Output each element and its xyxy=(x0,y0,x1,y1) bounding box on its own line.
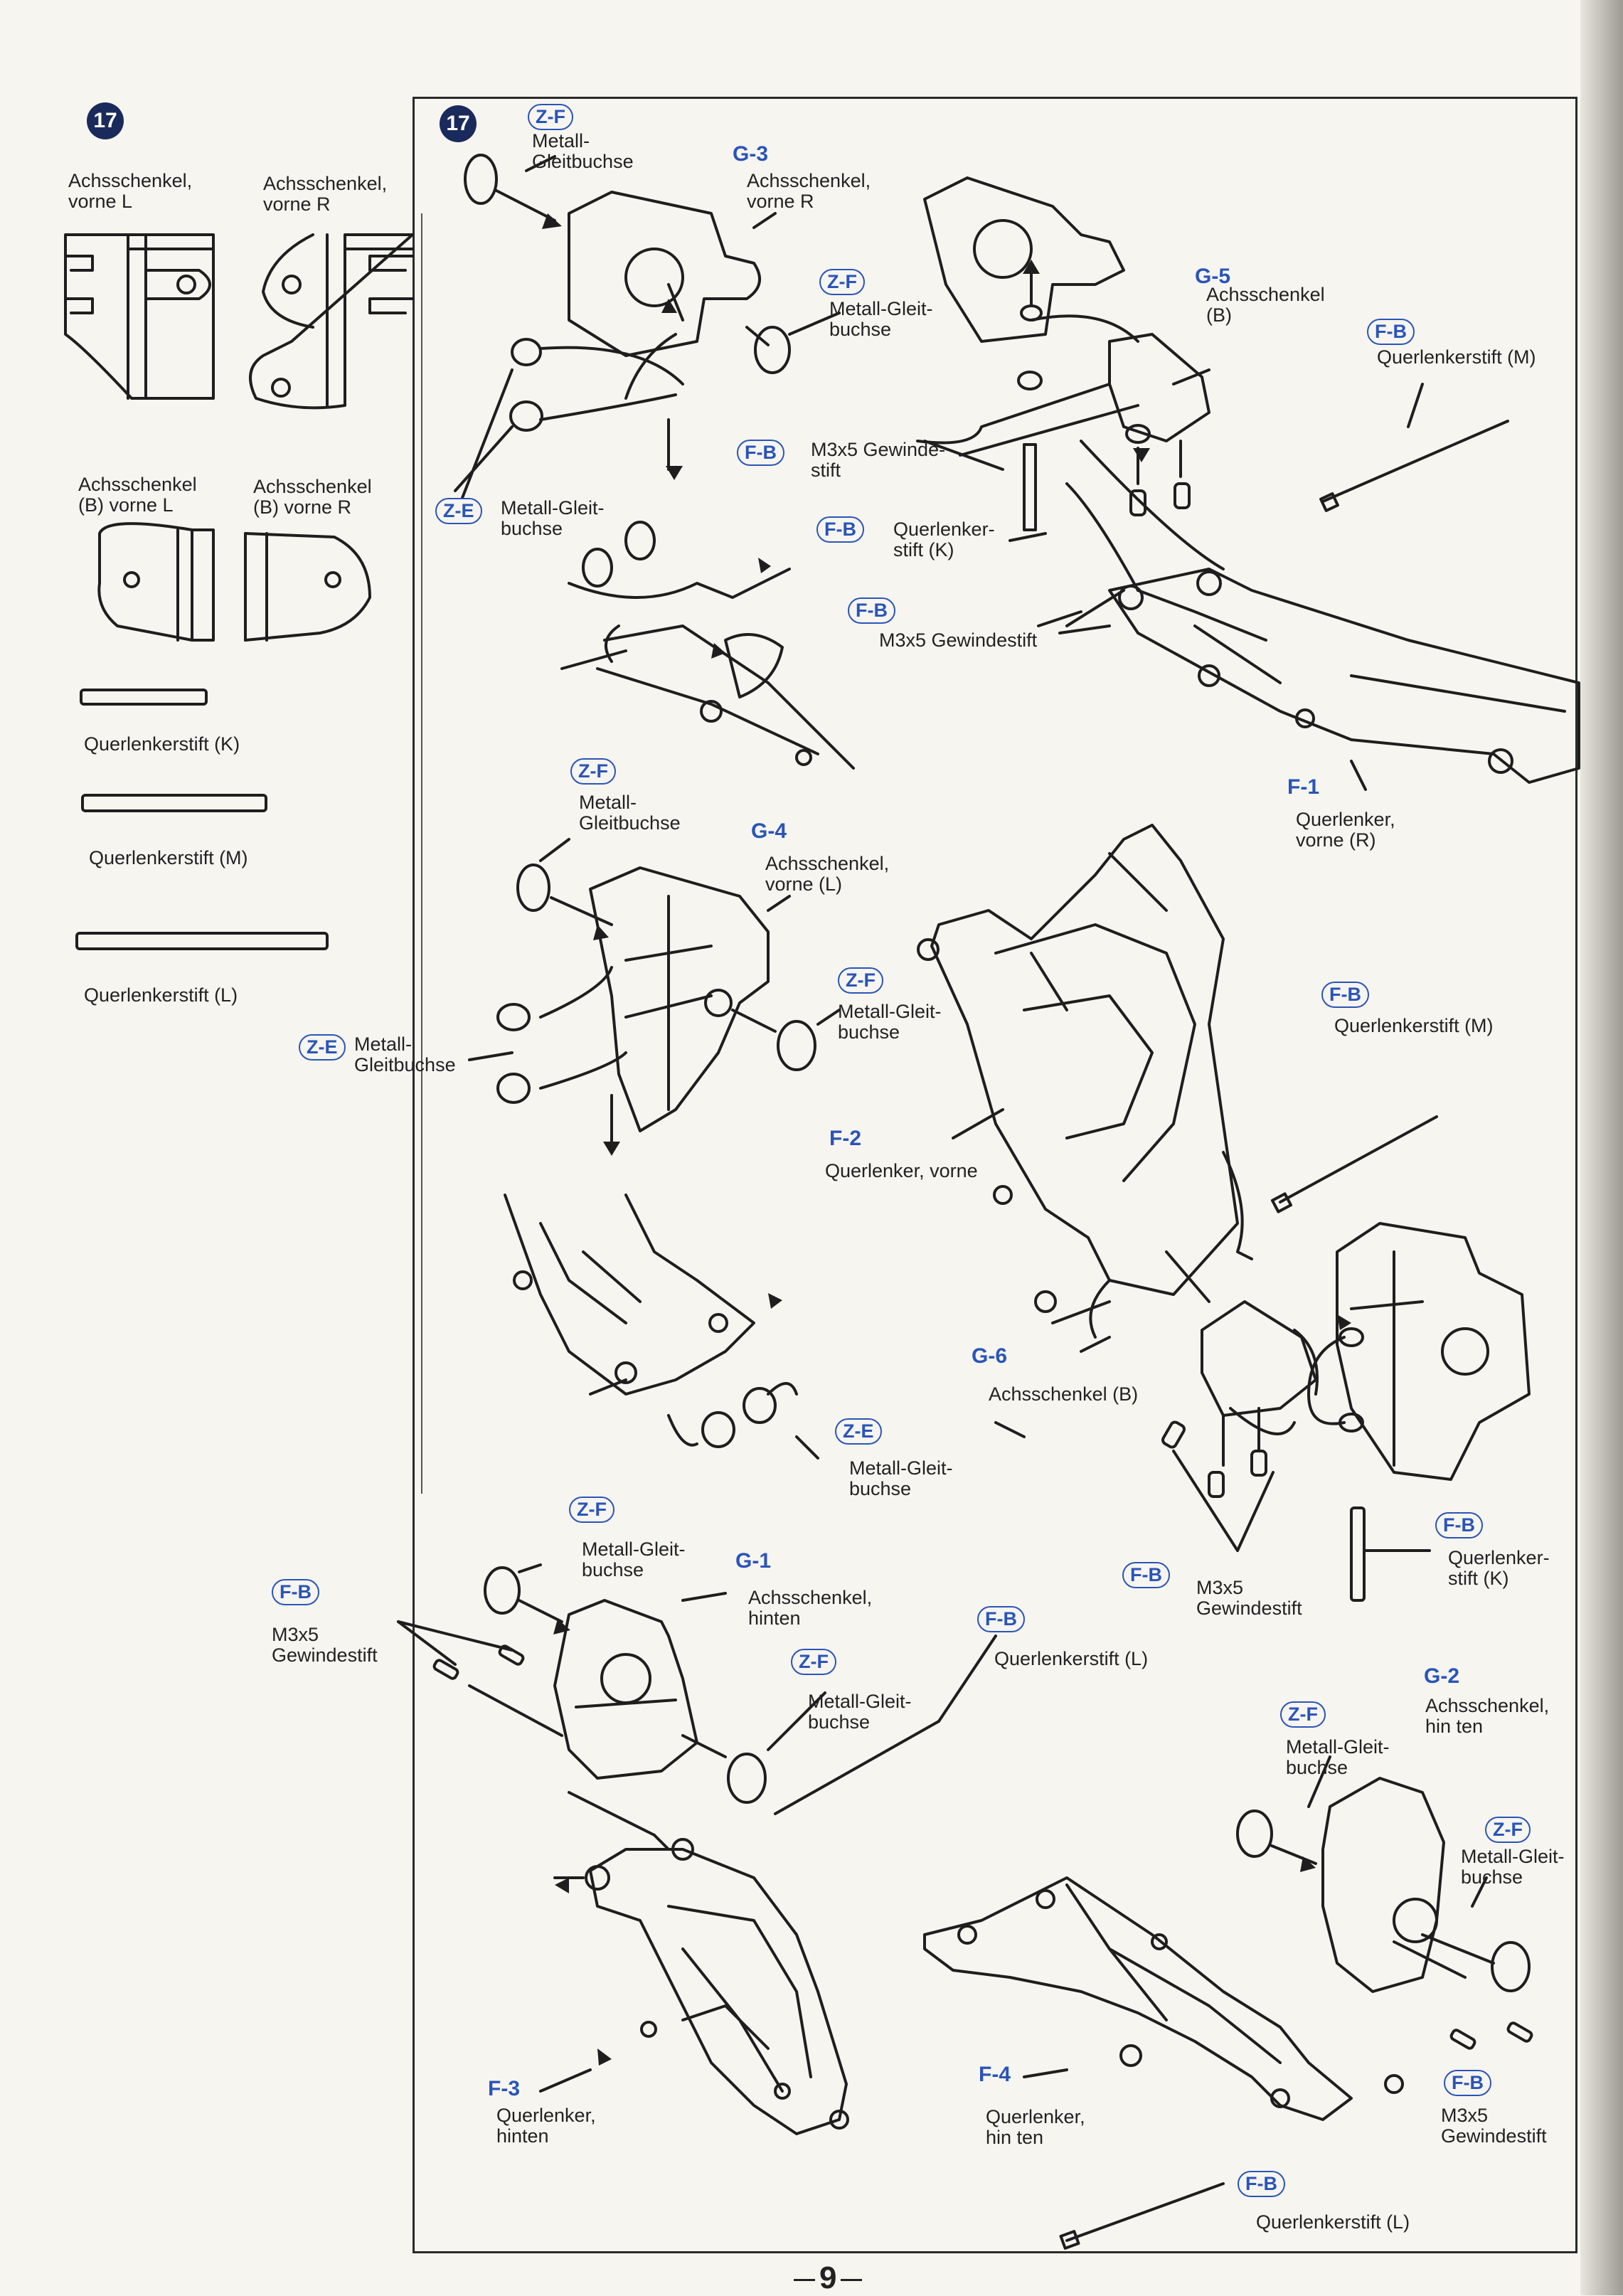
code-fb-10: F-B xyxy=(1444,2070,1491,2096)
label-metall-gleitbuchse-1: Metall- Gleitbuchse xyxy=(532,130,634,172)
code-fb-6: F-B xyxy=(1435,1512,1483,1538)
code-fb-1: F-B xyxy=(1367,319,1415,345)
arm-f3 xyxy=(553,1791,849,2135)
part-steering-knuckle-front-left xyxy=(64,233,215,400)
assembly-front-arm-middle-left xyxy=(504,1194,798,1448)
label-metall-gleit-buchse-8: Metall-Gleit- buchse xyxy=(582,1538,686,1580)
code-ze-3: Z-E xyxy=(835,1418,882,1445)
ref-g1: G-1 xyxy=(735,1549,772,1573)
label-pin-m: Querlenkerstift (M) xyxy=(89,847,248,868)
label-kl-b-inline: Achsschenkel (B) xyxy=(989,1383,1139,1405)
assembly-knuckle-g2 xyxy=(1236,1777,1533,2050)
step-badge-left: 17 xyxy=(87,102,124,139)
assembly-knuckle-g1 xyxy=(397,1566,767,1804)
code-fb-11: F-B xyxy=(1238,2171,1285,2197)
code-fb-7: F-B xyxy=(1122,1562,1170,1588)
label-metall-gleit-buchse-2: Metall-Gleit- buchse xyxy=(829,298,933,340)
label-m3x5-4: M3x5 Gewindestift xyxy=(1441,2105,1547,2147)
ref-g2: G-2 xyxy=(1424,1664,1460,1688)
label-kl-vorne-r: Achsschenkel, vorne R xyxy=(747,170,871,212)
label-pin-l: Querlenkerstift (L) xyxy=(84,984,238,1006)
arm-f2 xyxy=(917,824,1253,1353)
assembly-knuckle-g4 xyxy=(496,863,816,1147)
code-ze-1: Z-E xyxy=(435,498,482,524)
label-ql-vorne: Querlenker, vorne xyxy=(825,1160,978,1181)
code-zf-4: Z-F xyxy=(838,967,883,994)
label-ql-hinten-1: Querlenker, hinten xyxy=(496,2105,596,2147)
code-ze-2: Z-E xyxy=(299,1034,346,1061)
ref-g3: G-3 xyxy=(733,142,769,166)
assembly-front-arm-upper-left xyxy=(560,521,855,770)
label-ql-hinten-2: Querlenker, hin ten xyxy=(986,2106,1085,2148)
code-zf-7: Z-F xyxy=(1280,1701,1326,1728)
code-fb-9: F-B xyxy=(977,1606,1025,1632)
code-zf-6: Z-F xyxy=(791,1649,836,1675)
code-fb-4: F-B xyxy=(848,597,895,624)
label-metall-gleitbuchse-4: Metall- Gleitbuchse xyxy=(579,792,681,834)
assembly-frame xyxy=(413,97,1577,2253)
label-m3x5-1: M3x5 Gewindestift xyxy=(879,629,1038,651)
label-metall-gleit-buchse-9: Metall-Gleit- buchse xyxy=(808,1691,912,1733)
arm-f1 xyxy=(1108,568,1580,784)
label-metall-gleit-buchse-11: Metall-Gleit- buchse xyxy=(1461,1846,1565,1888)
label-m3x5-2: M3x5 Gewindestift xyxy=(1196,1577,1302,1619)
label-m3x5-inline: M3x5 Gewinde- stift xyxy=(811,439,946,481)
assembly-knuckle-g3 xyxy=(454,154,791,499)
label-m3x5-3: M3x5 Gewindestift xyxy=(272,1624,378,1666)
code-zf-3: Z-F xyxy=(570,758,616,785)
label-metall-gleit-buchse-7: Metall-Gleit- buchse xyxy=(849,1457,953,1499)
assembly-knuckle-g6 xyxy=(1161,1222,1531,1602)
label-pin-k: Querlenkerstift (K) xyxy=(84,733,240,755)
assembly-knuckle-g5 xyxy=(916,176,1210,531)
code-fb-5: F-B xyxy=(1321,982,1369,1008)
label-pin-k-2: Querlenker- stift (K) xyxy=(1448,1547,1550,1589)
part-steering-knuckle-front-right xyxy=(249,233,414,410)
label-pin-l-1: Querlenkerstift (L) xyxy=(994,1648,1149,1669)
code-zf-8: Z-F xyxy=(1485,1817,1531,1843)
label-pin-m-2: Querlenkerstift (M) xyxy=(1334,1015,1494,1036)
label-kl-b: Achsschenkel (B) xyxy=(1206,284,1325,326)
label-metall-gleitbuchse-6: Metall-Gleitbuchse xyxy=(354,1033,456,1075)
label-metall-gleit-buchse-5: Metall-Gleit- buchse xyxy=(838,1001,942,1043)
code-zf-2: Z-F xyxy=(819,269,865,295)
arm-f4 xyxy=(923,1876,1404,2121)
page-number: 9 xyxy=(789,2260,866,2296)
ref-g6: G-6 xyxy=(972,1344,1008,1368)
ref-g5: G-5 xyxy=(1195,265,1231,288)
ref-f1: F-1 xyxy=(1287,775,1319,799)
label-pin-l-2: Querlenkerstift (L) xyxy=(1256,2211,1410,2233)
column-divider xyxy=(421,213,422,1494)
code-zf-5: Z-F xyxy=(569,1497,614,1523)
label-pin-m-1: Querlenkerstift (M) xyxy=(1377,346,1536,368)
label-kl-b-left: Achsschenkel (B) vorne L xyxy=(78,474,197,516)
code-fb-2: F-B xyxy=(737,440,784,466)
code-fb-8: F-B xyxy=(272,1579,319,1605)
label-kl-front-left: Achsschenkel, vorne L xyxy=(68,170,193,212)
label-kl-hinten-1: Achsschenkel, hinten xyxy=(748,1587,873,1629)
label-kl-hinten-2: Achsschenkel, hin ten xyxy=(1425,1695,1550,1737)
label-metall-gleit-buchse-3: Metall-Gleit- buchse xyxy=(501,497,605,539)
label-pin-k-1: Querlenker- stift (K) xyxy=(893,519,995,560)
code-zf-1: Z-F xyxy=(528,104,573,130)
label-kl-b-right: Achsschenkel (B) vorne R xyxy=(253,476,372,518)
code-fb-3: F-B xyxy=(816,516,864,543)
ref-g4: G-4 xyxy=(751,819,787,843)
label-metall-gleit-buchse-10: Metall-Gleit- buchse xyxy=(1286,1736,1390,1778)
label-kl-vorne-l: Achsschenkel, vorne (L) xyxy=(765,853,890,895)
ref-f3: F-3 xyxy=(488,2077,520,2100)
ref-f4: F-4 xyxy=(979,2063,1011,2086)
part-steering-knuckle-b-left xyxy=(97,522,215,642)
page-edge-shadow xyxy=(1580,0,1623,2295)
ref-f2: F-2 xyxy=(829,1127,861,1150)
label-kl-front-right: Achsschenkel, vorne R xyxy=(263,173,388,215)
step-badge-main: 17 xyxy=(440,105,477,142)
label-ql-vorne-r: Querlenker, vorne (R) xyxy=(1296,809,1395,851)
part-steering-knuckle-b-right xyxy=(244,532,371,642)
